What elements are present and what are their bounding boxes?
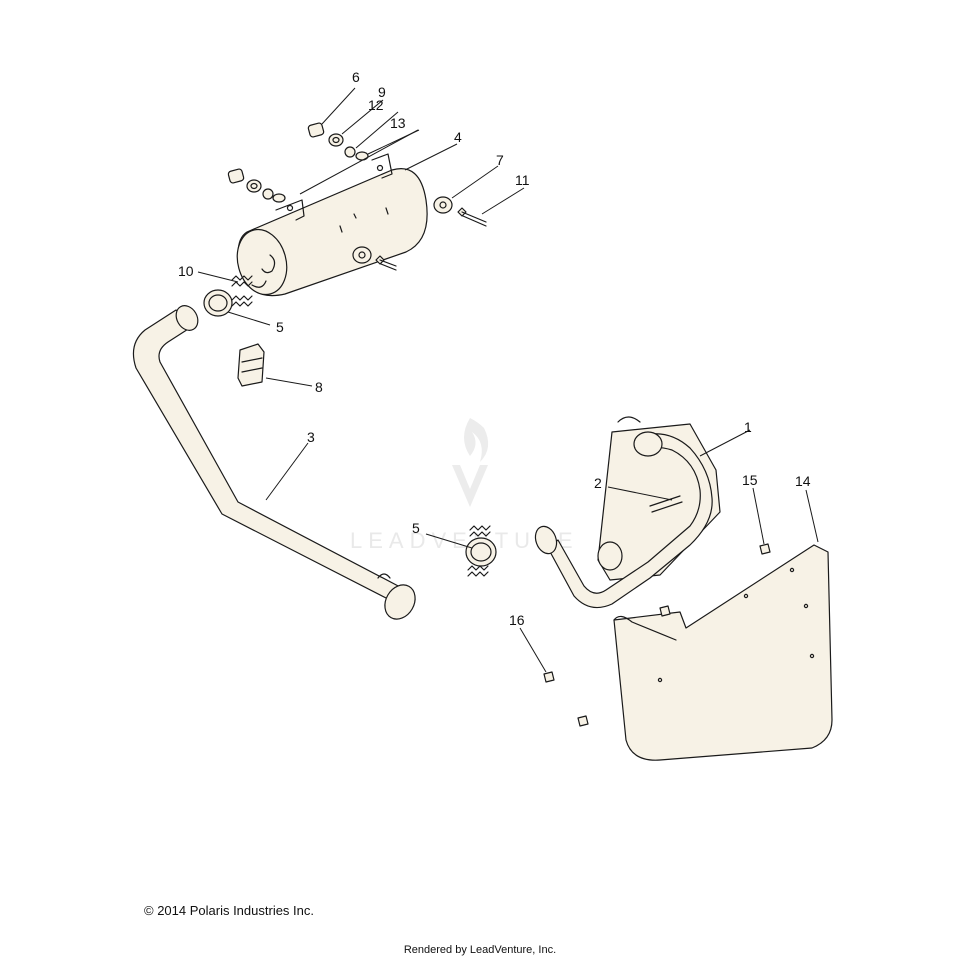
callout-1: 1: [744, 419, 752, 435]
callout-5-upper: 5: [276, 319, 284, 335]
upper-springs[interactable]: [231, 275, 253, 307]
callout-11: 11: [515, 172, 530, 188]
flame-logo-icon: [464, 418, 489, 462]
callout-12: 12: [368, 97, 384, 113]
callout-4: 4: [454, 129, 462, 145]
muffler[interactable]: [230, 153, 428, 300]
heat-shield-plate[interactable]: [613, 544, 833, 761]
callout-16: 16: [509, 612, 525, 628]
fasteners[interactable]: [543, 543, 771, 727]
callout-13: 13: [390, 115, 406, 131]
callout-6: 6: [352, 69, 360, 85]
lower-exhaust-seal[interactable]: [465, 525, 497, 577]
callout-labels: 1 2 3 4 5 5 6 7 8 9 10 11 12 13 14 15 16: [178, 69, 811, 628]
callout-9: 9: [378, 84, 386, 100]
side-mount-hardware[interactable]: [352, 196, 487, 271]
callout-3: 3: [307, 429, 315, 445]
callout-2: 2: [594, 475, 602, 491]
grommet[interactable]: [237, 343, 265, 387]
callout-15: 15: [742, 472, 758, 488]
upper-mount-hardware[interactable]: [227, 122, 369, 203]
copyright-notice: © 2014 Polaris Industries Inc.: [144, 903, 314, 918]
callout-5-lower: 5: [412, 520, 420, 536]
head-pipe[interactable]: [532, 416, 721, 609]
mid-pipe[interactable]: [132, 302, 421, 625]
callout-7: 7: [496, 152, 504, 168]
rendered-by-notice: Rendered by LeadVenture, Inc.: [403, 944, 557, 956]
callout-8: 8: [315, 379, 323, 395]
callout-14: 14: [795, 473, 811, 489]
callout-10: 10: [178, 263, 194, 279]
watermark-v-icon: [452, 465, 488, 507]
leader-lines: [197, 87, 819, 673]
upper-exhaust-seal[interactable]: [203, 289, 233, 317]
